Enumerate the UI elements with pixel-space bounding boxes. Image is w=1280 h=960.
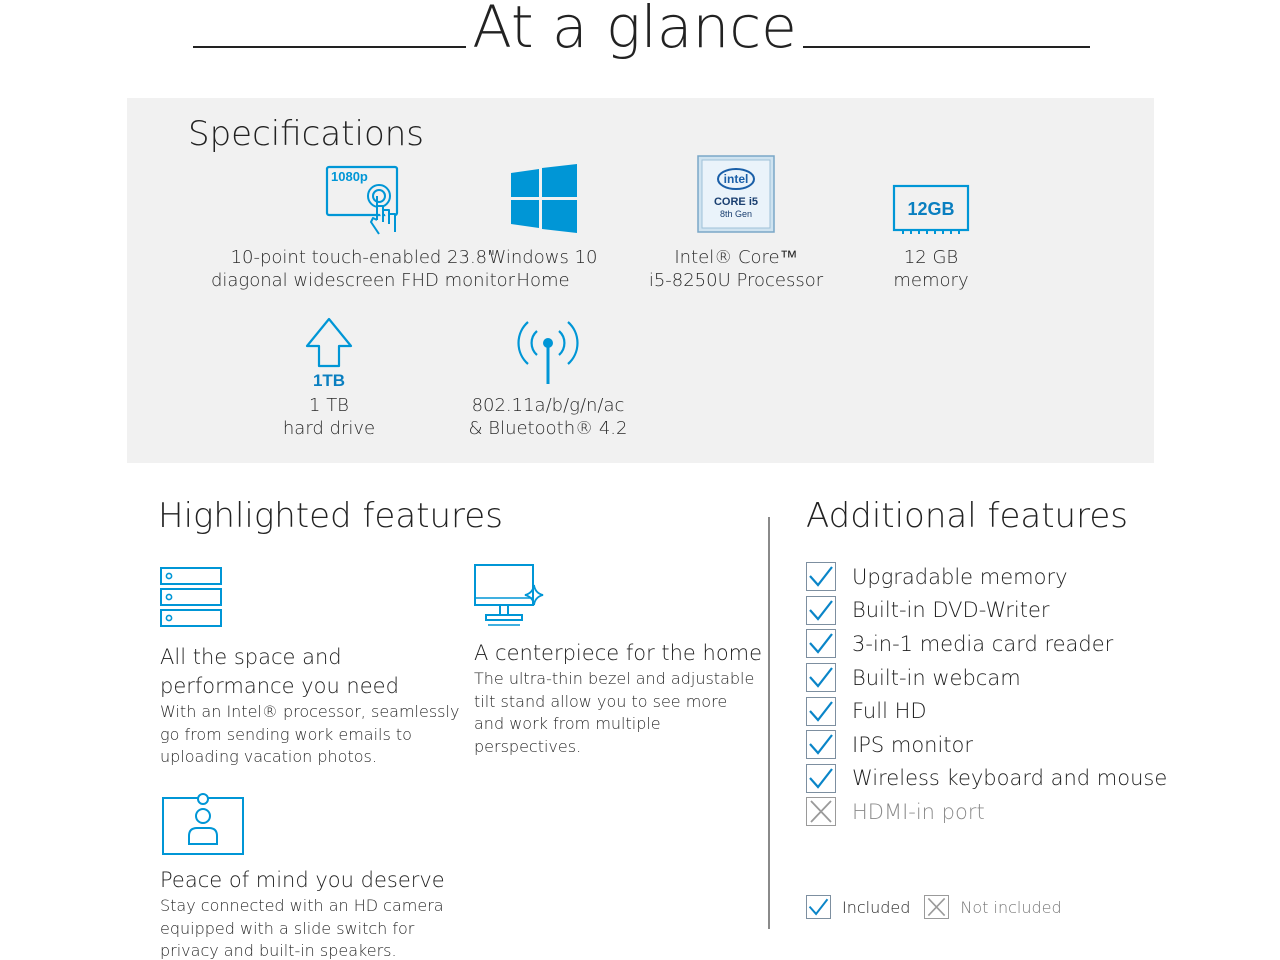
feature-label: HDMI-in port (852, 799, 985, 824)
spec-processor-line2: i5-8250U Processor (648, 270, 824, 291)
cross-icon (806, 797, 836, 827)
feature-label: Built-in DVD-Writer (852, 598, 1050, 623)
touch-monitor-icon: 1080p (325, 165, 399, 235)
intel-badge-gen: 8th Gen (720, 209, 752, 219)
monitor-sparkle-icon (474, 564, 544, 626)
spec-processor-line1: Intel® Core™ (674, 247, 798, 268)
page-title: At a glance (472, 0, 797, 61)
list-item: Built-in webcam (806, 661, 1167, 695)
spec-wireless-line2: & Bluetooth® 4.2 (468, 418, 628, 439)
feature-space-title-line1: All the space and (160, 645, 342, 669)
list-item: 3-in-1 media card reader (806, 627, 1167, 661)
feature-centerpiece-desc-line3: and work from multiple (474, 714, 661, 733)
hard-drive-arrow-icon: 1TB (305, 317, 353, 388)
spec-processor: intel CORE i5 8th Gen Intel® Core™ i5-82… (646, 154, 826, 292)
feature-peace-desc-line1: Stay connected with an HD camera (160, 896, 444, 915)
feature-space-performance: All the space and performance you need W… (160, 566, 460, 769)
windows-logo-icon (511, 164, 577, 233)
page-header: At a glance (0, 0, 1280, 60)
spec-os-line1: Windows 10 (488, 247, 598, 268)
check-icon (806, 595, 836, 625)
highlighted-features-heading: Highlighted features (158, 496, 503, 536)
resolution-badge: 1080p (331, 169, 368, 184)
additional-features-list: Upgradable memory Built-in DVD-Writer 3-… (806, 560, 1167, 829)
spec-os-line2: Home (516, 270, 570, 291)
feature-label: Upgradable memory (852, 564, 1068, 589)
feature-label: 3-in-1 media card reader (852, 631, 1114, 656)
feature-space-title-line2: performance you need (160, 674, 399, 698)
feature-space-desc-line1: With an Intel® processor, seamlessly (160, 702, 460, 721)
feature-peace-desc-line3: privacy and built-in speakers. (160, 941, 397, 960)
section-divider (768, 517, 770, 929)
feature-space-desc-line3: uploading vacation photos. (160, 747, 377, 766)
additional-features-heading: Additional features (806, 496, 1128, 536)
check-icon (806, 763, 836, 793)
list-item: Upgradable memory (806, 560, 1167, 594)
spec-wireless: 802.11a/b/g/n/ac & Bluetooth® 4.2 (458, 316, 638, 440)
wireless-signal-icon (517, 321, 579, 384)
list-item: HDMI-in port (806, 795, 1167, 829)
spec-memory-line2: memory (893, 270, 969, 291)
spec-wireless-line1: 802.11a/b/g/n/ac (471, 395, 625, 416)
check-icon (806, 663, 836, 693)
feature-label: IPS monitor (852, 732, 974, 757)
list-item: Full HD (806, 694, 1167, 728)
intel-badge-family: CORE i5 (714, 196, 758, 208)
list-item: Built-in DVD-Writer (806, 594, 1167, 628)
spec-storage-line2: hard drive (282, 418, 376, 439)
memory-chip-icon: 12GB (892, 184, 970, 234)
cross-icon (924, 895, 950, 919)
spec-os: Windows 10 Home (463, 164, 623, 292)
feature-space-desc-line2: go from sending work emails to (160, 724, 412, 744)
feature-label: Built-in webcam (852, 665, 1021, 690)
spec-display: 1080p 10-point touch-enabled 23.8" diago… (187, 164, 539, 292)
spec-storage-line1: 1 TB (309, 395, 349, 416)
feature-peace-title: Peace of mind you deserve (160, 868, 445, 892)
intel-core-i5-badge-icon: intel CORE i5 8th Gen (697, 155, 775, 233)
list-item: Wireless keyboard and mouse (806, 762, 1167, 796)
feature-label: Full HD (852, 699, 927, 724)
check-icon (806, 562, 836, 592)
feature-centerpiece-desc-line4: perspectives. (474, 736, 582, 756)
storage-badge: 1TB (313, 371, 345, 388)
spec-display-line1: 10-point touch-enabled 23.8" (230, 247, 496, 268)
header-rule-right (803, 46, 1090, 48)
spec-display-line2: diagonal widescreen FHD monitor (210, 270, 516, 291)
check-icon (806, 629, 836, 659)
specifications-panel: Specifications 1080p 10-point touch-enab… (127, 98, 1154, 463)
legend-included: Included (842, 897, 911, 917)
webcam-person-icon (162, 793, 244, 855)
feature-centerpiece: A centerpiece for the home The ultra-thi… (474, 563, 764, 758)
feature-centerpiece-title: A centerpiece for the home (474, 641, 763, 665)
legend: Included Not included (806, 895, 1076, 919)
legend-not-included: Not included (960, 897, 1062, 917)
spec-memory: 12GB 12 GB memory (871, 164, 991, 292)
feature-label: Wireless keyboard and mouse (852, 766, 1168, 791)
check-icon (806, 730, 836, 760)
feature-centerpiece-desc-line1: The ultra-thin bezel and adjustable (474, 669, 755, 688)
spec-memory-line1: 12 GB (903, 247, 959, 268)
header-rule-left (193, 46, 466, 48)
check-icon (806, 895, 831, 919)
intel-badge-brand: intel (724, 172, 749, 186)
check-icon (806, 696, 836, 726)
storage-stack-icon (160, 567, 222, 627)
list-item: IPS monitor (806, 728, 1167, 762)
spec-storage: 1TB 1 TB hard drive (269, 316, 389, 440)
feature-peace-desc-line2: equipped with a slide switch for (160, 918, 415, 938)
feature-centerpiece-desc-line2: tilt stand allow you to see more (474, 691, 728, 711)
specifications-heading: Specifications (188, 114, 425, 154)
memory-badge: 12GB (907, 199, 954, 219)
feature-peace-of-mind: Peace of mind you deserve Stay connected… (160, 792, 460, 960)
